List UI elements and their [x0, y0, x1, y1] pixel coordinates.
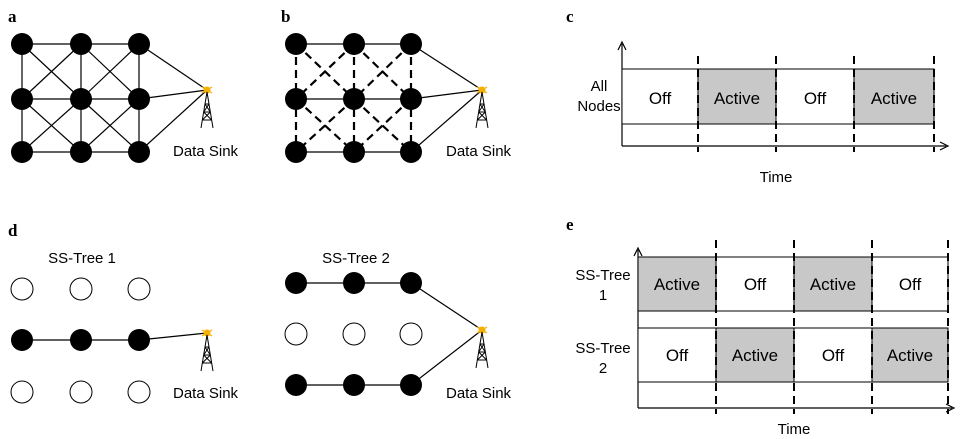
panel-c-block-4: Active — [871, 89, 917, 108]
panel-d-sink-label-1: Data Sink — [173, 385, 239, 402]
panel-d-tree2-inactive-nodes — [284, 322, 423, 346]
panel-d-sink-label-2: Data Sink — [446, 385, 512, 402]
panel-a-sink-label: Data Sink — [173, 143, 239, 160]
panel-e-row1-block-3: Active — [810, 275, 856, 294]
panel-c-axis-label: Time — [760, 169, 793, 186]
panel-d-letter: d — [8, 221, 18, 240]
panel-a: a Data Sink — [8, 7, 239, 163]
panel-d-tree1-title: SS-Tree 1 — [48, 250, 116, 267]
panel-d-tree1-inactive-nodes — [10, 277, 151, 404]
panel-e-row1-block-2: Off — [744, 275, 767, 294]
panel-e: e Active Off Active Off Off Active Off A… — [566, 215, 956, 438]
panel-c-block-1: Off — [649, 89, 672, 108]
panel-d-tree2-title: SS-Tree 2 — [322, 250, 390, 267]
panel-a-sink-tower-icon — [200, 86, 214, 129]
panel-b-nodes — [285, 33, 422, 163]
panel-e-row1-label-2: 1 — [599, 287, 607, 304]
panel-e-row2-block-2: Active — [732, 346, 778, 365]
panel-b-solid-edges — [296, 43, 483, 153]
panel-c-block-2: Active — [714, 89, 760, 108]
panel-c-row-label-1: All — [591, 78, 608, 95]
panel-d-tree1-active-nodes — [11, 329, 150, 351]
panel-a-edges — [21, 43, 208, 153]
panel-c-block-3: Off — [804, 89, 827, 108]
panel-e-row2-label-2: 2 — [599, 360, 607, 377]
panel-b-sink-label: Data Sink — [446, 143, 512, 160]
panel-d-tree1-edges — [22, 332, 208, 341]
panel-c-row-label-2: Nodes — [577, 98, 620, 115]
panel-a-letter: a — [8, 7, 17, 26]
panel-d-tree2-active-nodes — [285, 272, 422, 396]
panel-d-tree2-edges — [296, 282, 483, 386]
panel-e-row2-label-1: SS-Tree — [575, 340, 630, 357]
panel-e-row1-label-1: SS-Tree — [575, 267, 630, 284]
panel-d: d SS-Tree 1 SS-Tree 2 Data Sink — [8, 221, 512, 404]
panel-e-letter: e — [566, 215, 574, 234]
panel-b: b Data Sink — [281, 7, 512, 163]
panel-d-tree2-sink-tower-icon — [475, 326, 489, 369]
panel-b-sink-tower-icon — [475, 86, 489, 129]
panel-c-letter: c — [566, 7, 574, 26]
panel-e-row1-block-1: Active — [654, 275, 700, 294]
panel-e-row2-block-4: Active — [887, 346, 933, 365]
panel-e-axis-label: Time — [778, 421, 811, 438]
panel-e-row2-block-1: Off — [666, 346, 689, 365]
panel-c: c Off Active Off Active All Nodes Time — [566, 7, 950, 186]
panel-e-row1-block-4: Off — [899, 275, 922, 294]
panel-a-nodes — [11, 33, 150, 163]
panel-d-tree1-sink-tower-icon — [200, 329, 214, 372]
panel-e-row2-block-3: Off — [822, 346, 845, 365]
panel-b-letter: b — [281, 7, 290, 26]
